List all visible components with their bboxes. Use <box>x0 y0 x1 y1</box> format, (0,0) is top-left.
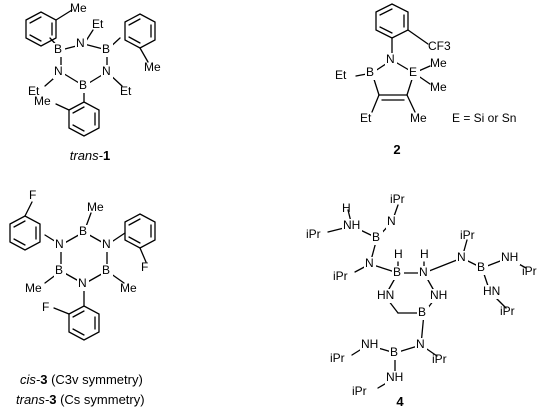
atom-b-left: B <box>54 42 62 56</box>
atom-n: N <box>386 52 395 66</box>
atom-nh-bottom: NH <box>386 370 403 384</box>
atom-b-top: B <box>79 224 87 238</box>
methyl-right: Me <box>144 60 161 74</box>
aryl-ring-f-bottom <box>53 305 100 341</box>
atom-b-ring-2: B <box>418 305 426 319</box>
atom-b-bottom: B <box>79 78 87 92</box>
atom-b-bottom: B <box>390 345 398 359</box>
atom-n-right: N <box>457 250 466 264</box>
atom-n-top: N <box>76 36 85 50</box>
atom-n-bottom: N <box>78 276 87 290</box>
fluoro-bottom: F <box>42 300 49 314</box>
compound-trans-1: N B B N N B Me Et Me Et Et Me trans-1 <box>25 1 161 163</box>
atom-nh-bottom-left: NH <box>361 337 378 351</box>
ipr-right-top: iPr <box>522 264 537 278</box>
atom-b: B <box>366 65 374 79</box>
atom-nh-left: NH <box>343 218 360 232</box>
methyl-e1: Me <box>430 56 447 70</box>
ipr-right-n: iPr <box>460 228 475 242</box>
caption-2: 2 <box>393 142 400 157</box>
aryl-ring-top-right <box>124 13 156 63</box>
atom-n-right: N <box>102 237 111 251</box>
ipr-left-top: iPr <box>306 227 321 241</box>
ipr-left-n: iPr <box>333 269 348 283</box>
atom-n-right: N <box>102 64 111 78</box>
ipr-bottom-n: iPr <box>432 352 447 366</box>
ethyl-top: Et <box>92 17 104 31</box>
cf3-group: CF3 <box>428 39 451 53</box>
ethyl-right: Et <box>120 84 132 98</box>
ring-h-1: H <box>394 247 403 261</box>
atom-n-left: N <box>54 64 63 78</box>
ipr-bottom: iPr <box>352 384 367 398</box>
atom-n-left: N <box>365 256 374 270</box>
ethyl-b: Et <box>335 68 347 82</box>
atom-b-left: B <box>55 263 63 277</box>
atom-nh-ring: NH <box>430 288 447 302</box>
ethyl-c: Et <box>360 111 372 125</box>
atom-b-left: B <box>372 230 380 244</box>
atom-b-ring-1: B <box>393 265 401 279</box>
methyl-c: Me <box>410 111 427 125</box>
atom-nh-right: NH <box>501 250 518 264</box>
methyl-left: Me <box>25 281 42 295</box>
atom-b-right: B <box>102 42 110 56</box>
atom-b-right: B <box>102 263 110 277</box>
atom-e: E <box>409 65 417 79</box>
ipr-top: iPr <box>390 192 405 206</box>
aryl-ring-cf3 <box>375 3 429 45</box>
ring-h-2: H <box>420 247 429 261</box>
methyl-e2: Me <box>430 80 447 94</box>
atom-n-ring-1: N <box>419 265 428 279</box>
aryl-ring-bottom <box>55 101 100 137</box>
methyl-bottom: Me <box>34 94 51 108</box>
caption-4: 4 <box>396 394 404 409</box>
atom-n-left: N <box>55 237 64 251</box>
ethyl-left: Et <box>28 84 40 98</box>
caption-cis-3: cis-3 (C3v symmetry) <box>20 372 143 387</box>
ipr-bottom-left: iPr <box>330 351 345 365</box>
caption-trans-1: trans-1 <box>70 148 110 163</box>
ipr-right-bottom: iPr <box>500 304 515 318</box>
h-left: H <box>342 201 351 215</box>
aryl-ring-top-left <box>25 9 73 47</box>
aryl-ring-f-top-left <box>9 201 41 251</box>
atom-b-right: B <box>477 260 485 274</box>
e-note: E = Si or Sn <box>452 111 516 125</box>
atom-n-top: N <box>387 214 396 228</box>
caption-trans-3: trans-3 (Cs symmetry) <box>16 392 145 407</box>
atom-hn-ring: HN <box>377 288 394 302</box>
compound-3: B N N B B N F Me F Me Me F cis-3 (C3v sy… <box>9 188 156 407</box>
atom-n-bottom: N <box>416 337 425 351</box>
fluoro-top: F <box>29 188 36 202</box>
atom-hn-right: HN <box>483 284 500 298</box>
compound-4: B N H H HN NH B N iPr B NH H iPr N iPr N… <box>306 192 537 409</box>
fluoro-right: F <box>141 260 148 274</box>
methyl-top: Me <box>70 1 87 15</box>
methyl-right: Me <box>120 281 137 295</box>
compound-2: N B E CF3 Et Et Me Me Me E = Si or Sn 2 <box>335 3 516 157</box>
methyl-top: Me <box>87 200 104 214</box>
aryl-ring-f-top-right <box>124 213 156 263</box>
